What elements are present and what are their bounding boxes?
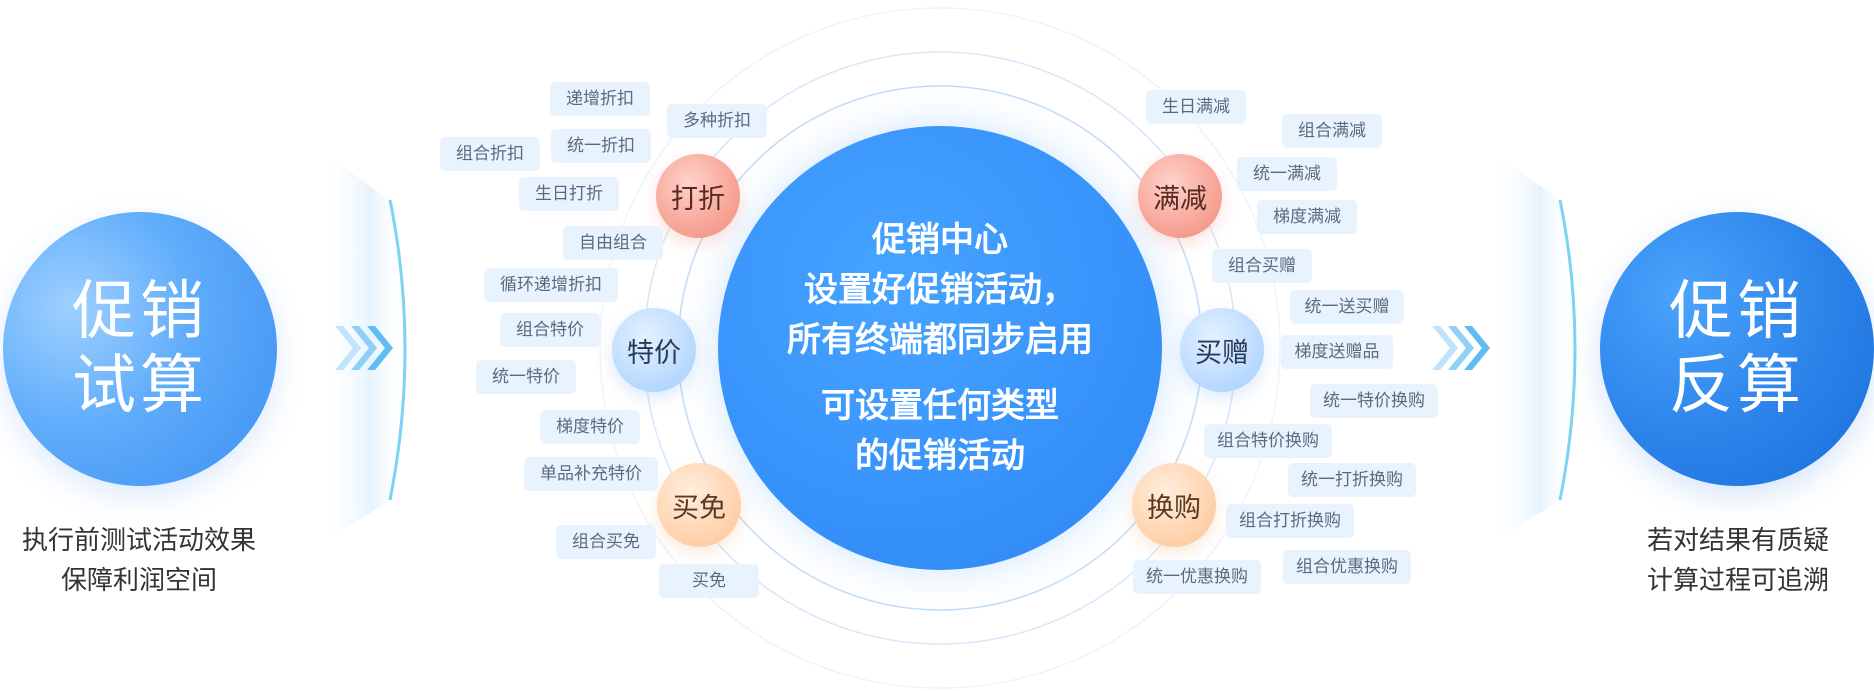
tag-birthday-discount: 生日打折 [519,177,619,211]
left-chevron-arrows-icon [335,326,393,370]
tag-unified-full-reduction: 统一满减 [1237,157,1337,191]
promotion-reverse-node: 促销 反算 [1600,212,1874,486]
right-node-line1: 促销 [1669,275,1805,349]
left-light-band [320,150,407,545]
tag-unified-discount-exchange: 统一打折换购 [1288,463,1416,497]
right-caption: 若对结果有质疑 计算过程可追溯 [1588,521,1874,601]
right-caption-line2: 计算过程可追溯 [1646,566,1829,596]
category-buy-gift: 买赠 [1180,308,1264,392]
tag-cyclic-progressive-discount: 循环递增折扣 [484,268,618,302]
tag-buy-free: 买免 [659,564,759,598]
tag-tiered-gift: 梯度送赠品 [1281,335,1393,369]
tag-unified-special-price: 统一特价 [476,360,576,394]
center-line4: 可设置任何类型 [821,386,1059,426]
promotion-trial-node: 促销 试算 [3,212,277,486]
category-exchange: 换购 [1132,463,1216,547]
tag-unified-discount: 统一折扣 [551,129,651,163]
tag-tiered-special-price: 梯度特价 [540,410,640,444]
promotion-center-hub: 促销中心 设置好促销活动， 所有终端都同步启用 可设置任何类型 的促销活动 [718,126,1162,570]
center-line5: 的促销活动 [855,436,1025,476]
left-node-line1: 促销 [72,275,208,349]
right-caption-line1: 若对结果有质疑 [1646,526,1829,556]
left-node-line2: 试算 [72,349,208,423]
tag-combo-full-reduction: 组合满减 [1282,114,1382,148]
tag-progressive-discount: 递增折扣 [550,82,650,116]
right-node-line2: 反算 [1669,349,1805,423]
tag-combo-special-exchange: 组合特价换购 [1204,424,1332,458]
tag-birthday-full-reduction: 生日满减 [1146,90,1246,124]
category-special-price: 特价 [612,308,696,392]
tag-tiered-full-reduction: 梯度满减 [1257,200,1357,234]
left-band-edge [388,199,407,501]
tag-unified-buy-gift: 统一送买赠 [1290,290,1404,324]
tag-free-combo: 自由组合 [563,226,663,260]
tag-combo-discount-exchange: 组合打折换购 [1226,504,1354,538]
tag-unified-offer-exchange: 统一优惠换购 [1133,560,1261,594]
tag-single-item-special-price: 单品补充特价 [524,457,658,491]
category-discount: 打折 [656,154,740,238]
center-line3: 所有终端都同步启用 [787,320,1093,360]
center-title: 促销中心 [872,220,1008,260]
tag-combo-special-price: 组合特价 [500,313,600,347]
tag-combo-discount: 组合折扣 [440,137,540,171]
tag-combo-buy-gift: 组合买赠 [1212,249,1312,283]
tag-multiple-discount: 多种折扣 [667,104,767,138]
right-light-band [1490,150,1577,545]
left-caption: 执行前测试活动效果 保障利润空间 [0,521,289,601]
outer-ring [599,7,1281,689]
right-band-edge [1558,199,1577,501]
category-full-reduction: 满减 [1138,154,1222,238]
left-caption-line2: 保障利润空间 [60,566,217,596]
center-line2: 设置好促销活动， [804,270,1076,310]
left-caption-line1: 执行前测试活动效果 [21,526,256,556]
right-chevron-arrows-icon [1432,326,1490,370]
tag-combo-buy-free: 组合买免 [556,525,656,559]
tag-unified-special-exchange: 统一特价换购 [1310,384,1438,418]
tag-combo-offer-exchange: 组合优惠换购 [1283,550,1411,584]
category-buy-free: 买免 [657,463,741,547]
